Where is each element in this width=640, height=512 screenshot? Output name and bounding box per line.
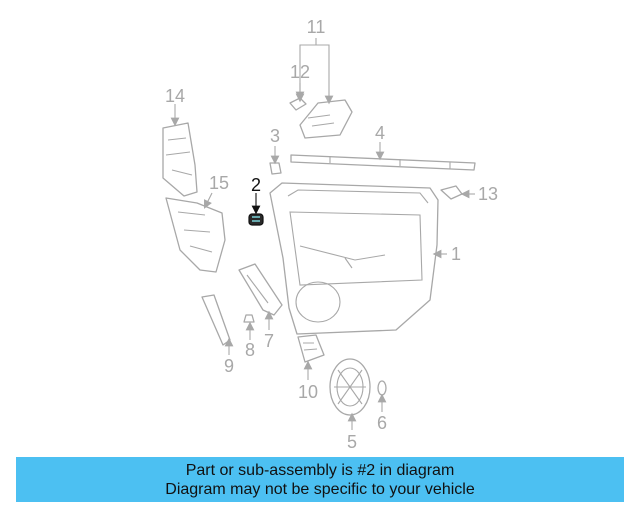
callout-5: 5 [347,432,357,450]
callout-8: 8 [245,340,255,360]
part-4-belt-strip [290,154,476,171]
callout-7: 7 [264,331,274,351]
callout-3: 3 [270,126,280,146]
part-15-bracket [165,197,226,273]
part-2-retainer [248,213,264,226]
part-8-screw [243,314,255,323]
part-10-cover [297,334,325,363]
callout-4: 4 [375,123,385,143]
part-5-speaker [329,358,371,416]
part-13-clip [440,185,463,200]
callout-15: 15 [209,173,229,193]
banner-line-part-number: Part or sub-assembly is #2 in diagram [185,461,455,479]
callout-6: 6 [377,413,387,433]
part-6-grommet [377,380,387,396]
part-14-pad [162,122,198,197]
part-3-clip [269,162,282,175]
door-trim-parts-diagram: 11 12 14 3 4 2 15 13 1 7 8 9 10 6 5 [162,17,498,450]
banner-line-disclaimer: Diagram may not be specific to your vehi… [165,480,475,498]
callout-9: 9 [224,356,234,376]
part-7-handle-bezel [238,263,283,316]
part-info-banner: Part or sub-assembly is #2 in diagram Di… [16,457,624,502]
part-1-door-trim-panel [269,182,439,335]
callout-2-highlighted: 2 [251,175,261,195]
callout-11: 11 [307,17,326,37]
callout-13: 13 [478,184,498,204]
callout-1: 1 [451,244,461,264]
callout-14: 14 [165,86,185,106]
callout-10: 10 [298,382,318,402]
part-9-strip [201,294,231,346]
part-11-switch-assembly [289,97,353,139]
callout-12: 12 [290,62,310,82]
